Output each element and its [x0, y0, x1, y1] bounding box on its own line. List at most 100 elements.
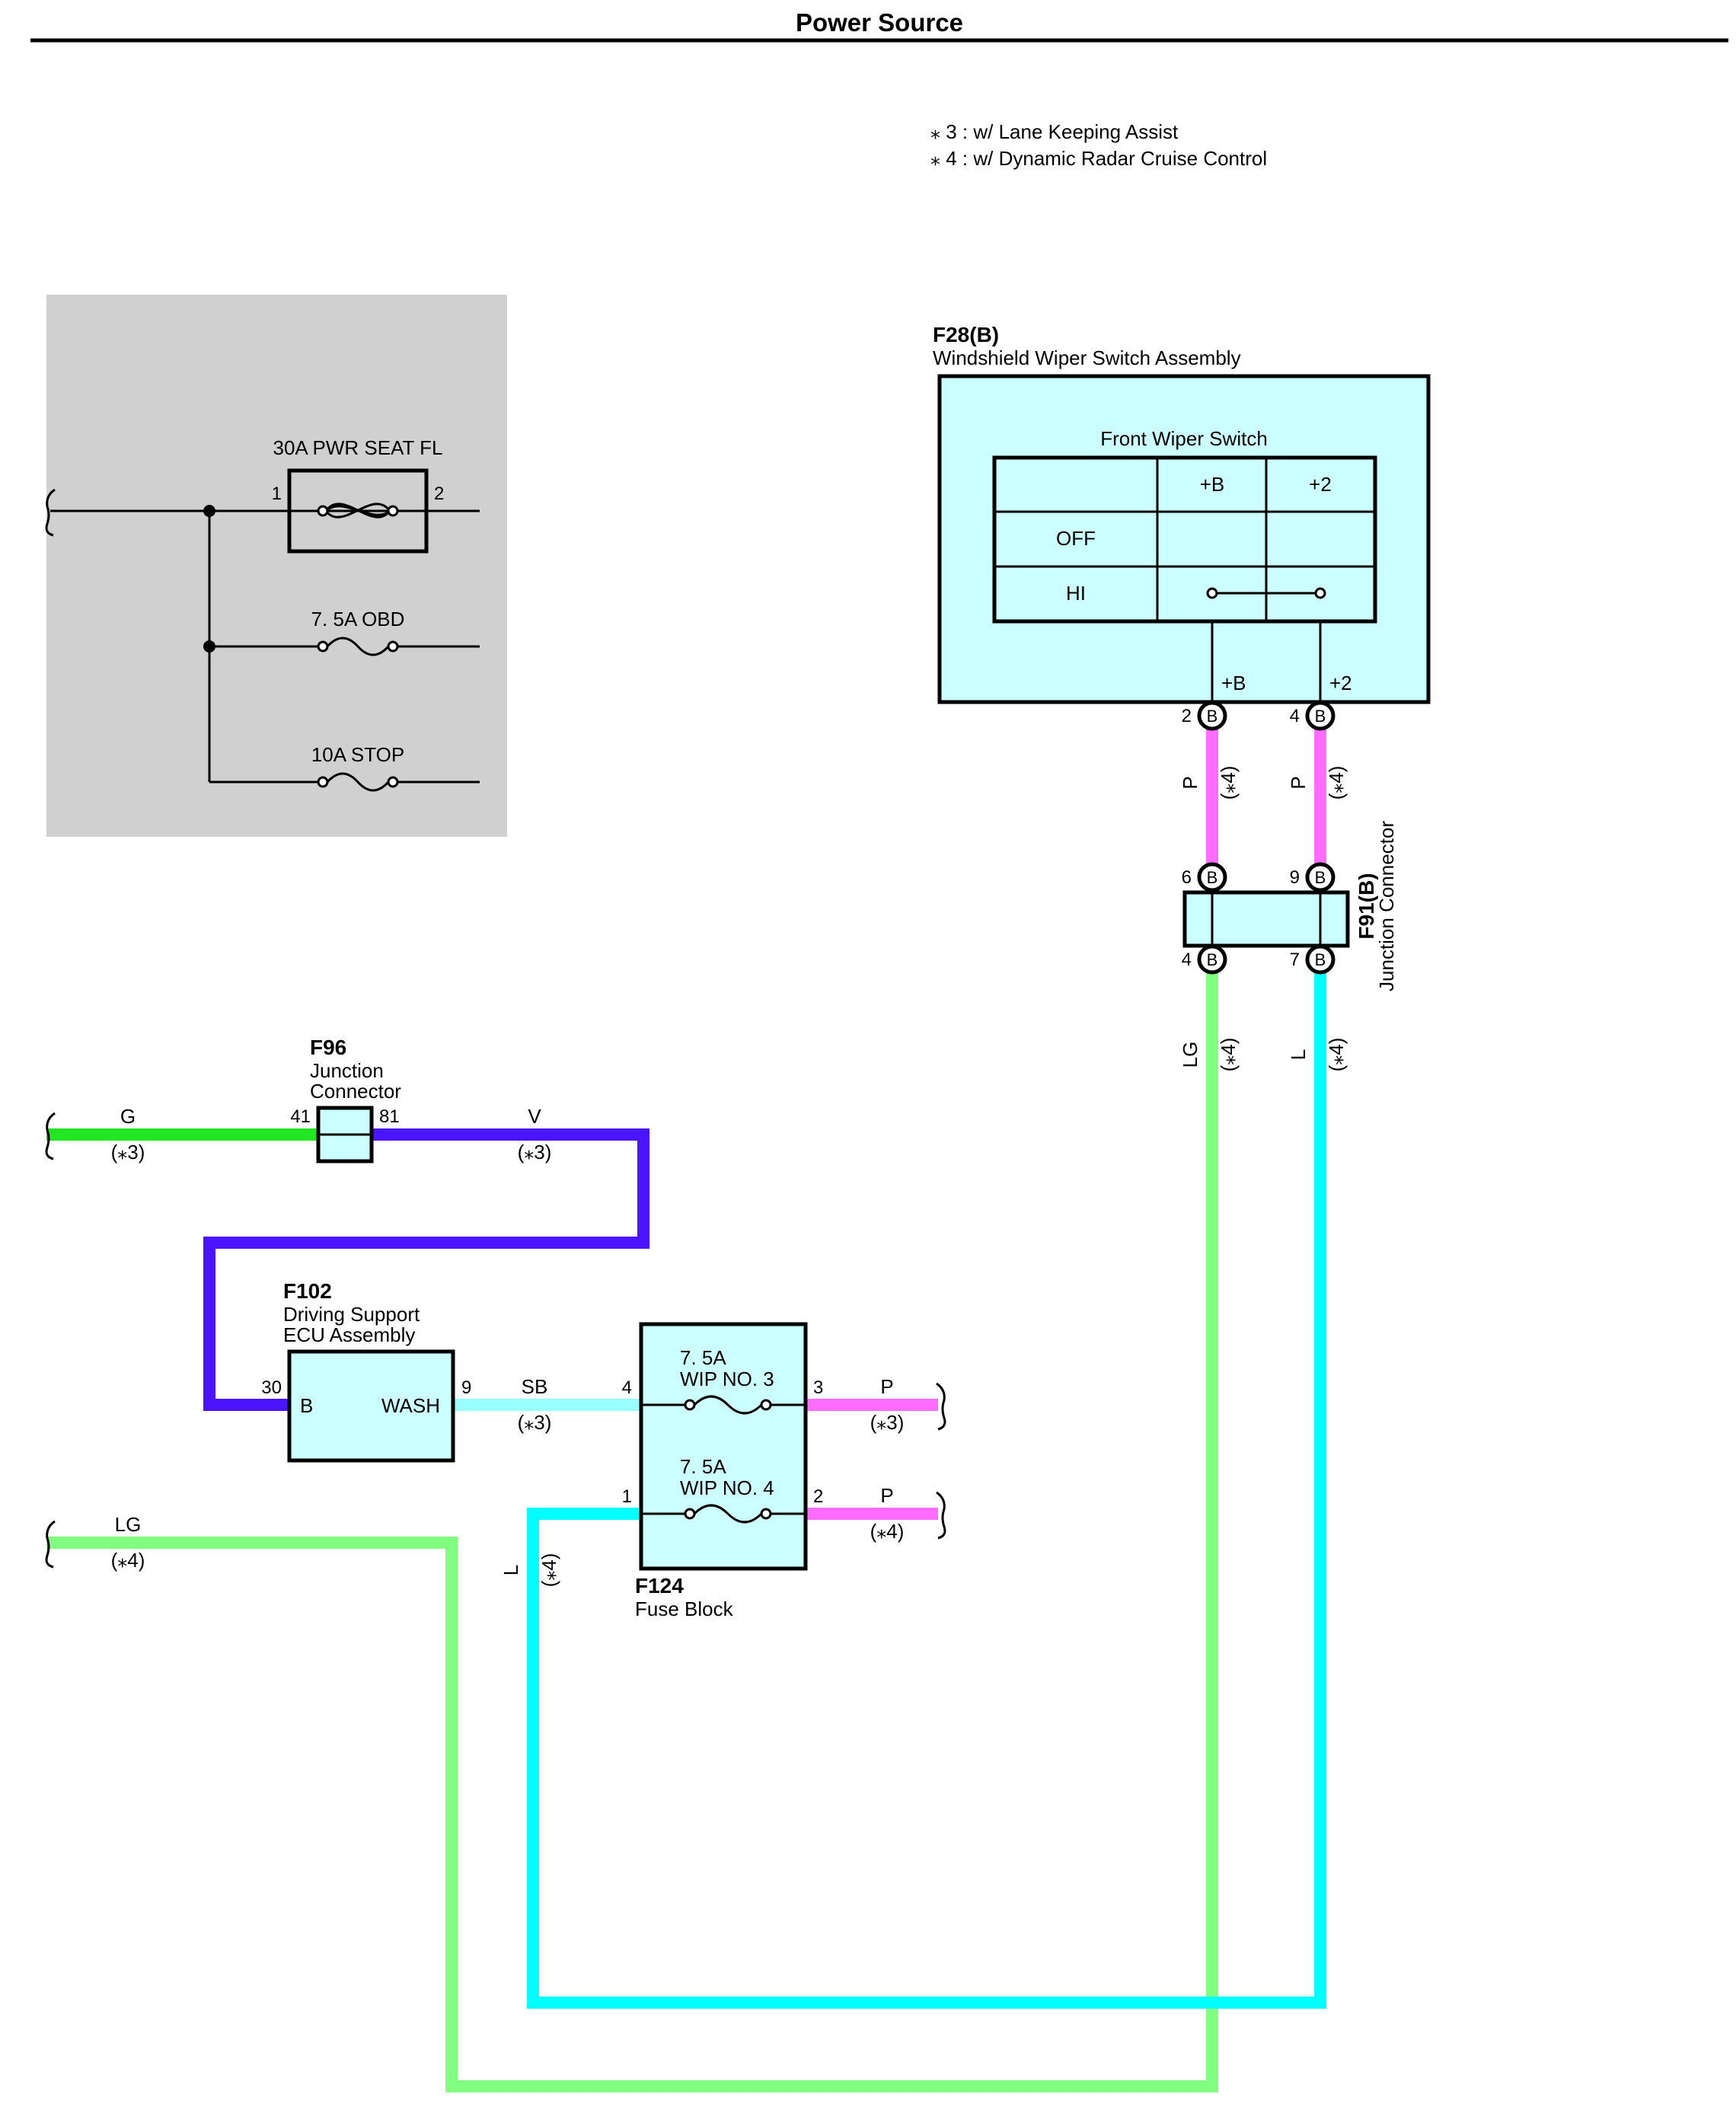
f28-pin-4: 4 B	[1290, 701, 1336, 731]
fuse-label: 10A STOP	[311, 743, 404, 766]
terminal-label: +B	[1221, 672, 1246, 694]
break-mark-icon	[936, 1382, 946, 1431]
wire-color-label: V	[528, 1105, 541, 1128]
component-f91-junction-connector: F91(B) Junction Connector	[1182, 821, 1398, 991]
component-code: F91(B)	[1355, 873, 1378, 939]
wire-color-label: LG	[115, 1513, 142, 1536]
connector-pin-icon	[1305, 944, 1336, 975]
pin-number: 6	[1182, 867, 1192, 888]
wire-color-label: P	[880, 1484, 893, 1507]
note-lane-keeping: ⁎ 3 : w/ Lane Keeping Assist	[930, 120, 1179, 143]
pin-number: 4	[1182, 950, 1192, 970]
component-code: F28(B)	[933, 323, 999, 346]
splice-dot	[203, 505, 215, 517]
pin-number: 81	[379, 1106, 400, 1127]
wire-condition-label: (⁎4)	[538, 1553, 560, 1588]
component-code: F102	[283, 1279, 332, 1303]
fuse-pwr-seat-fl: 30A PWR SEAT FL 1 2	[272, 436, 444, 554]
wire-condition-label: (⁎4)	[1217, 1038, 1240, 1072]
wire-l-long	[527, 963, 1326, 2009]
switch-contact-icon	[1314, 587, 1326, 599]
wire-condition-label: (⁎3)	[518, 1141, 552, 1163]
wire-condition-label: (⁎3)	[518, 1411, 552, 1434]
terminal-label: B	[300, 1394, 313, 1417]
pin-number: 41	[290, 1106, 311, 1127]
wire-color-label: P	[1179, 776, 1201, 789]
terminal-label: +2	[1329, 672, 1352, 694]
switch-title: Front Wiper Switch	[1100, 427, 1268, 450]
pin-number: 3	[813, 1377, 823, 1398]
fuse-amp: 7. 5A	[680, 1455, 726, 1478]
break-mark-icon	[45, 488, 56, 537]
wire-condition-label: (⁎4)	[870, 1520, 905, 1543]
fuse-amp: 7. 5A	[680, 1346, 726, 1369]
pin-number: 2	[434, 484, 444, 504]
wire-condition-label: (⁎4)	[1325, 766, 1348, 800]
wire-condition-label: (⁎4)	[1325, 1038, 1348, 1072]
pin-number: 9	[461, 1377, 471, 1398]
pin-number: 4	[1290, 706, 1300, 726]
f91-pin-4: 4 B	[1182, 944, 1227, 975]
switch-col-header: +2	[1309, 473, 1332, 496]
switch-col-header: +B	[1200, 473, 1225, 496]
wire-color-label: LG	[1179, 1042, 1201, 1068]
wire-condition-label: (⁎4)	[111, 1549, 145, 1572]
connector-letter: B	[1207, 707, 1218, 726]
connector-letter: B	[1315, 950, 1326, 969]
f91-pin-9: 9 B	[1290, 862, 1336, 892]
connector-pin-icon	[1305, 701, 1336, 731]
page-title: Power Source	[796, 8, 963, 37]
fuse-obd: 7. 5A OBD	[311, 608, 405, 656]
fuse-label: 7. 5A OBD	[311, 608, 405, 630]
f91-pin-7: 7 B	[1290, 944, 1336, 975]
fuse-stop: 10A STOP	[311, 743, 404, 792]
wire-color-label: P	[880, 1375, 893, 1398]
wire-lg-long	[46, 963, 1218, 2092]
f91-pin-6: 6 B	[1182, 862, 1227, 892]
fuse-box-panel: 30A PWR SEAT FL 1 2 7. 5A OBD 10A STOP	[45, 295, 507, 837]
component-name: Fuse Block	[635, 1598, 734, 1620]
pin-number: 30	[261, 1377, 282, 1398]
wire-color-label: L	[1287, 1049, 1310, 1060]
fuse-name: WIP NO. 3	[680, 1368, 774, 1390]
switch-contact-icon	[1206, 587, 1218, 599]
switch-row-label: OFF	[1056, 527, 1096, 550]
wire-v	[203, 1128, 649, 1411]
note-radar-cruise: ⁎ 4 : w/ Dynamic Radar Cruise Control	[930, 147, 1267, 170]
component-f102-driving-support-ecu: F102 Driving Support ECU Assembly 30 B W…	[261, 1279, 471, 1463]
component-f96-junction-connector: F96 Junction Connector 41 81	[290, 1036, 401, 1163]
component-name-line2: Connector	[310, 1080, 401, 1103]
pin-number: 4	[622, 1377, 632, 1398]
wire-condition-label: (⁎4)	[1217, 766, 1240, 800]
component-f28-wiper-switch: F28(B) Windshield Wiper Switch Assembly …	[933, 323, 1431, 704]
component-code: F124	[635, 1574, 684, 1598]
connector-letter: B	[1207, 950, 1218, 969]
terminal-label: WASH	[381, 1394, 440, 1417]
wire-condition-label: (⁎3)	[111, 1141, 145, 1163]
wire-condition-label: (⁎3)	[870, 1411, 905, 1434]
break-mark-icon	[45, 1112, 56, 1160]
component-name: Windshield Wiper Switch Assembly	[933, 346, 1241, 369]
f28-pin-2: 2 B	[1182, 701, 1227, 731]
component-name-line1: Junction Connector	[1375, 821, 1398, 991]
break-mark-icon	[936, 1491, 946, 1540]
wire-color-label: P	[1287, 776, 1310, 789]
fuse-label: 30A PWR SEAT FL	[273, 436, 442, 459]
connector-letter: B	[1315, 868, 1326, 887]
component-name-line1: Junction	[310, 1059, 384, 1082]
connector-pin-icon	[1197, 701, 1227, 731]
component-code: F96	[310, 1036, 346, 1059]
pin-number: 2	[813, 1486, 823, 1507]
component-name-line2: ECU Assembly	[283, 1323, 415, 1346]
pin-number: 7	[1290, 950, 1300, 970]
component-f124-fuse-block: 7. 5A WIP NO. 3 4 3 7. 5A WIP NO. 4 1 2 …	[622, 1322, 823, 1620]
switch-row-label: HI	[1066, 582, 1086, 605]
splice-dot	[203, 640, 215, 653]
wire-color-label: L	[499, 1565, 522, 1575]
wire-color-label: G	[120, 1105, 136, 1128]
connector-pin-icon	[1197, 862, 1227, 892]
break-mark-icon	[45, 1520, 56, 1569]
fuse-name: WIP NO. 4	[680, 1476, 774, 1499]
component-name-line1: Driving Support	[283, 1303, 420, 1326]
pin-number: 2	[1182, 706, 1192, 726]
